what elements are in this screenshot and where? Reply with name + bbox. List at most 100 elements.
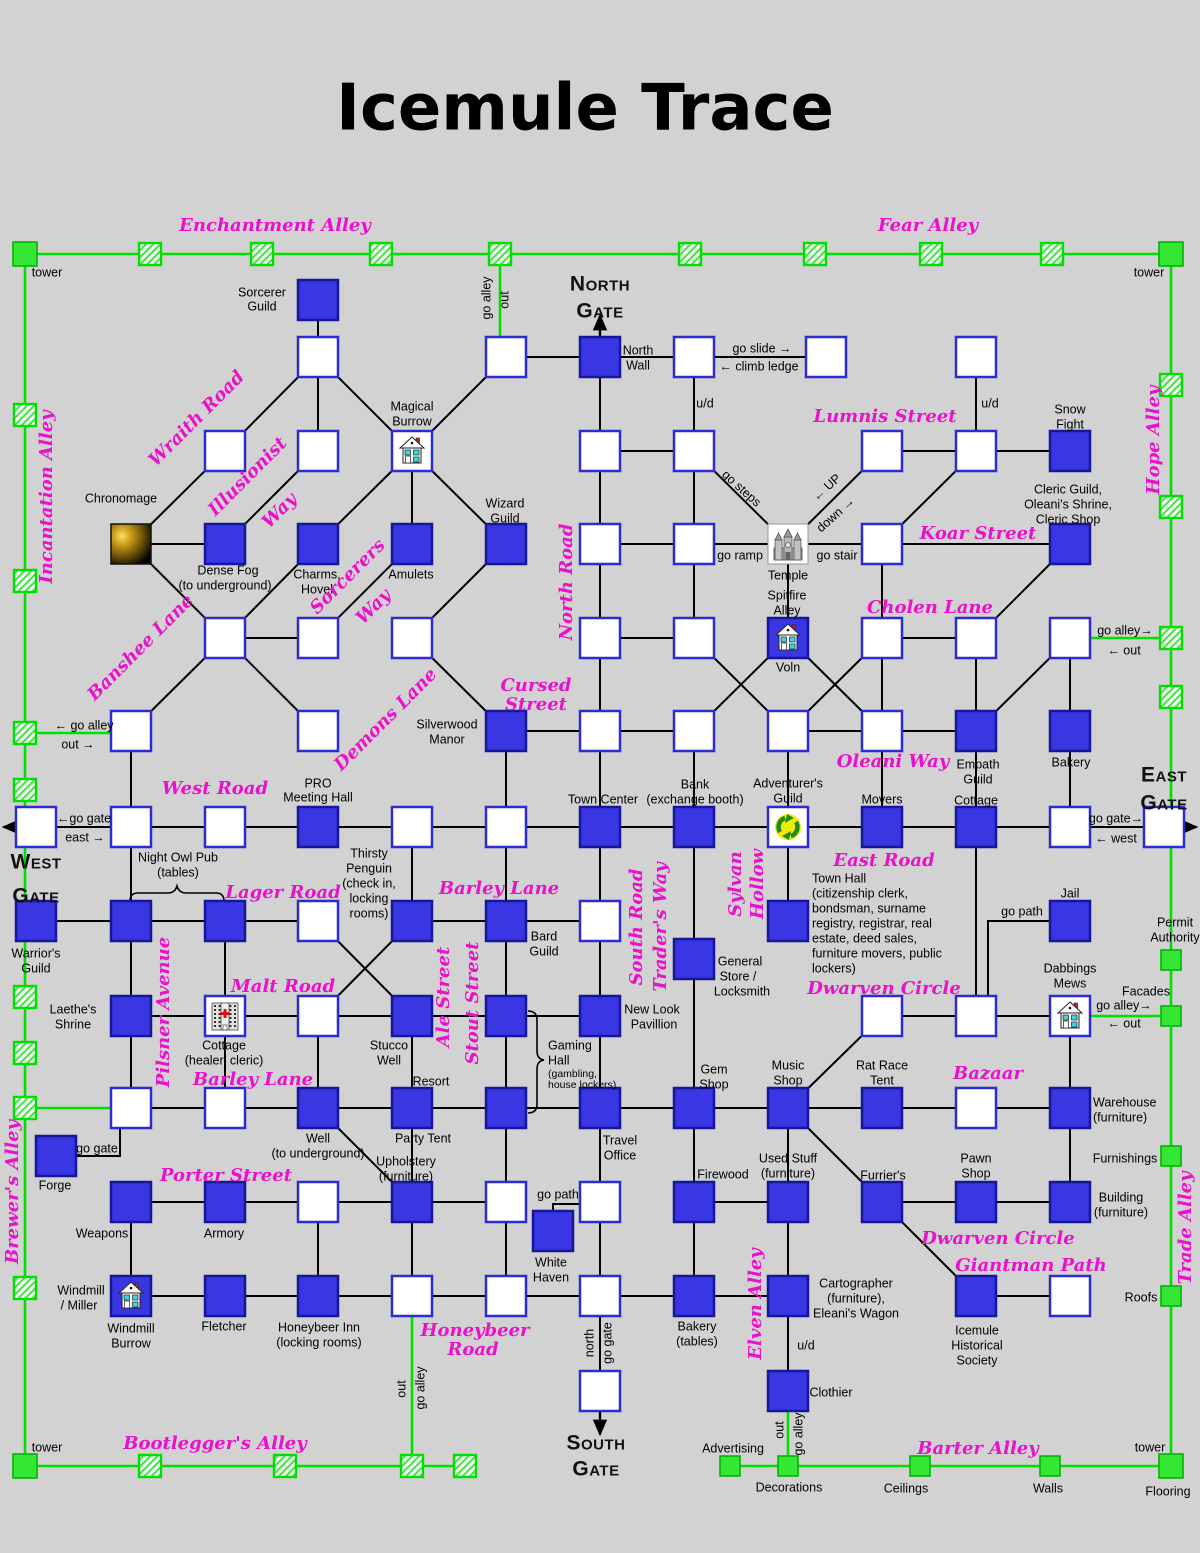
cartographer [766, 1274, 810, 1318]
map-label: (furniture) [1093, 1110, 1147, 1124]
alley-shop-square [1160, 1005, 1182, 1027]
temple [767, 523, 809, 565]
map-label: estate, deed sales, [812, 931, 917, 945]
map-label: Firewood [697, 1167, 748, 1181]
map-room [578, 1086, 622, 1130]
map-label: Dwarven Circle [806, 978, 960, 999]
map-label: Gate [576, 300, 623, 323]
map-label: Night Owl Pub [138, 850, 218, 864]
gaming-hall [484, 994, 528, 1038]
map-label: Guild [773, 791, 802, 805]
alley-layer [12, 241, 1184, 1479]
map-label: Mews [1054, 976, 1087, 990]
map-label: Oleani's Shrine, [1024, 497, 1112, 511]
tower-hatch [12, 984, 38, 1010]
map-label: east → [65, 830, 105, 844]
map-room [672, 335, 716, 379]
chronomage [110, 523, 152, 565]
map-label: Way [258, 488, 303, 533]
map-label: Sorcerer [238, 285, 286, 299]
map-label: Burrow [111, 1336, 152, 1350]
map-label: Incantation Alley [36, 409, 57, 585]
map-label: Furnishings [1093, 1151, 1158, 1165]
map-room [484, 1274, 528, 1318]
map-label: Gate [1140, 792, 1187, 815]
weapons [109, 1180, 153, 1224]
general-store [672, 937, 716, 981]
map-room [296, 994, 340, 1038]
map-label: Fear Alley [877, 215, 980, 236]
map-label: Wall [626, 358, 650, 372]
map-label: Voln [776, 660, 800, 674]
map-label: Cottage [954, 793, 998, 807]
map-label: (furniture) [1094, 1205, 1148, 1219]
map-room [860, 994, 904, 1038]
map-label: Guild [490, 511, 519, 525]
resort [390, 1086, 434, 1130]
map-label: Cleric Shop [1036, 512, 1101, 526]
map-label: Meeting Hall [283, 790, 352, 804]
map-label: Stucco [370, 1038, 408, 1052]
map-label: Amulets [388, 567, 433, 581]
map-label: New Look [624, 1002, 680, 1016]
map-room [390, 899, 434, 943]
map-label: go alley→ [1096, 998, 1152, 1012]
map-label: Bank [681, 777, 710, 791]
map-label: Guild [247, 299, 276, 313]
amulets [390, 522, 434, 566]
map-room [578, 1274, 622, 1318]
map-label: go path [537, 1187, 579, 1201]
map-label: Roofs [1125, 1290, 1158, 1304]
map-label: ← out [1107, 643, 1141, 657]
map-label: (citizenship clerk, [812, 886, 908, 900]
alley-shop-square [1160, 949, 1182, 971]
well [296, 1086, 340, 1130]
map-label: (to underground) [178, 578, 271, 592]
map-label: Authority [1150, 930, 1200, 944]
alley-shop-square [719, 1455, 741, 1477]
map-label: Oleani Way [837, 751, 951, 772]
map-room [203, 616, 247, 660]
map-label: Walls [1033, 1481, 1063, 1495]
snow-fight [1048, 429, 1092, 473]
map-label: Elven Alley [745, 1247, 766, 1361]
map-label: Guild [529, 944, 558, 958]
travel-office [578, 1180, 622, 1224]
building-furniture [1048, 1180, 1092, 1224]
map-label: South Road [626, 868, 647, 985]
map-label: Stout Street [462, 941, 483, 1065]
map-label: Furrier's [860, 1168, 905, 1182]
map-label: (gambling, [548, 1068, 597, 1080]
bakery-tables [672, 1274, 716, 1318]
map-label: Chronomage [85, 491, 157, 505]
map-label: Barley Lane [192, 1069, 313, 1090]
tower-hatch [918, 241, 944, 267]
north-wall [578, 335, 622, 379]
room-layer [14, 278, 1186, 1413]
map-label: Gem [700, 1062, 727, 1076]
map-room [578, 616, 622, 660]
map-label: Facades [1122, 984, 1170, 998]
map-room [672, 522, 716, 566]
map-label: go gate→ [1089, 811, 1143, 825]
forge [34, 1134, 78, 1178]
new-look-pavillion [578, 994, 622, 1038]
map-label: Hall [548, 1053, 570, 1067]
map-label: Shop [773, 1073, 802, 1087]
map-label: Barter Alley [916, 1438, 1040, 1459]
map-room [109, 709, 153, 753]
map-label: Store / [720, 969, 757, 983]
map-room [484, 1086, 528, 1130]
tower-hatch [399, 1453, 425, 1479]
map-label: Dense Fog [197, 563, 258, 577]
map-label: Windmill [57, 1283, 104, 1297]
map-room [578, 522, 622, 566]
map-label: tower [32, 1440, 63, 1454]
adventurers-guild [766, 805, 810, 849]
map-label: Honeybeer [420, 1320, 532, 1341]
map-label: Way [352, 584, 397, 629]
map-label: Society [957, 1353, 999, 1367]
east-gate [1142, 805, 1186, 849]
map-label: out [497, 291, 511, 309]
map-label: Trader's Way [650, 861, 671, 992]
